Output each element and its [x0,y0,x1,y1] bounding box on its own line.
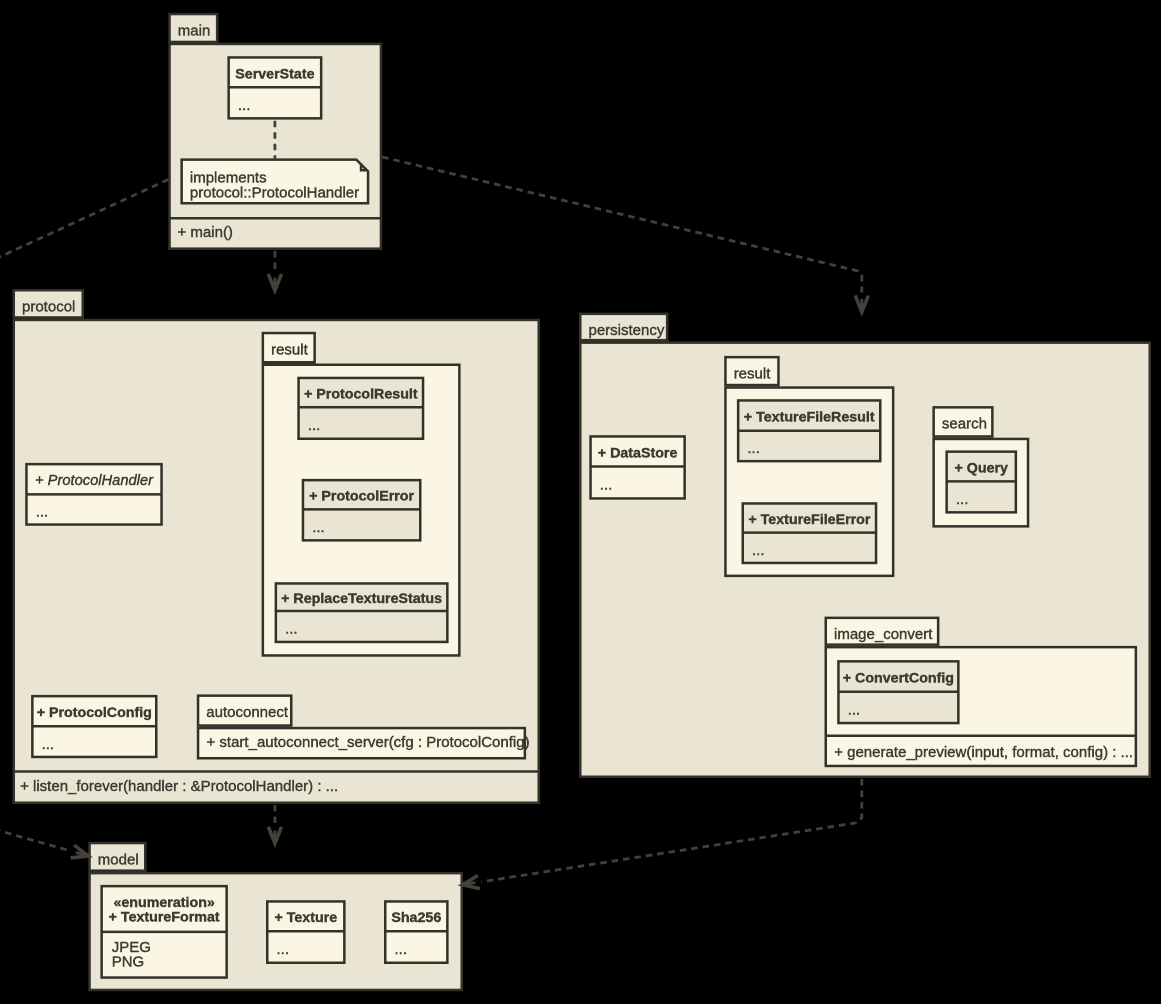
svg-text:...: ... [285,621,298,638]
svg-text:...: ... [395,941,408,958]
svg-text:protocol::ProtocolHandler: protocol::ProtocolHandler [190,184,359,201]
svg-text:+ ConvertConfig: + ConvertConfig [843,670,954,686]
svg-text:+ generate_preview(input, form: + generate_preview(input, format, config… [834,744,1133,761]
svg-text:JPEG: JPEG [112,939,151,956]
svg-text:search: search [942,416,987,433]
svg-text:result: result [271,341,309,358]
svg-text:+ DataStore: + DataStore [598,445,678,461]
svg-text:protocol: protocol [22,299,75,316]
svg-text:+ Query: + Query [955,460,1009,476]
svg-text:+ Texture: + Texture [274,910,337,926]
svg-text:ServerState: ServerState [235,66,314,82]
svg-text:...: ... [36,504,49,521]
svg-text:...: ... [747,440,760,457]
svg-text:+ start_autoconnect_server(cfg: + start_autoconnect_server(cfg : Protoco… [207,734,530,751]
svg-text:...: ... [42,736,55,753]
svg-text:+ listen_forever(handler : &Pr: + listen_forever(handler : &ProtocolHand… [20,778,338,795]
svg-text:...: ... [956,491,969,508]
svg-text:PNG: PNG [112,954,145,971]
svg-text:...: ... [848,702,861,719]
svg-text:result: result [734,365,772,382]
svg-text:+ TextureFileError: + TextureFileError [748,512,871,528]
svg-text:+ ProtocolHandler: + ProtocolHandler [35,473,154,489]
svg-text:+ TextureFormat: + TextureFormat [109,909,220,925]
svg-text:«enumeration»: «enumeration» [113,895,214,911]
svg-text:+ main(): + main() [178,224,233,241]
svg-text:implements: implements [190,169,267,186]
svg-text:...: ... [312,519,325,536]
svg-text:main: main [178,22,211,39]
svg-text:+ ReplaceTextureStatus: + ReplaceTextureStatus [281,591,442,607]
svg-text:persistency: persistency [589,322,665,339]
svg-text:Sha256: Sha256 [391,910,441,926]
svg-text:...: ... [752,542,765,559]
svg-text:model: model [98,851,139,868]
svg-text:+ ProtocolError: + ProtocolError [309,489,414,505]
svg-text:+ ProtocolConfig: + ProtocolConfig [37,705,152,721]
svg-text:+ ProtocolResult: + ProtocolResult [304,386,418,402]
svg-text:image_convert: image_convert [834,626,933,643]
svg-text:autoconnect: autoconnect [206,704,289,721]
svg-text:...: ... [308,417,321,434]
svg-text:+ TextureFileResult: + TextureFileResult [744,410,875,426]
svg-text:...: ... [600,477,613,494]
svg-text:...: ... [277,941,290,958]
svg-text:...: ... [238,97,251,114]
